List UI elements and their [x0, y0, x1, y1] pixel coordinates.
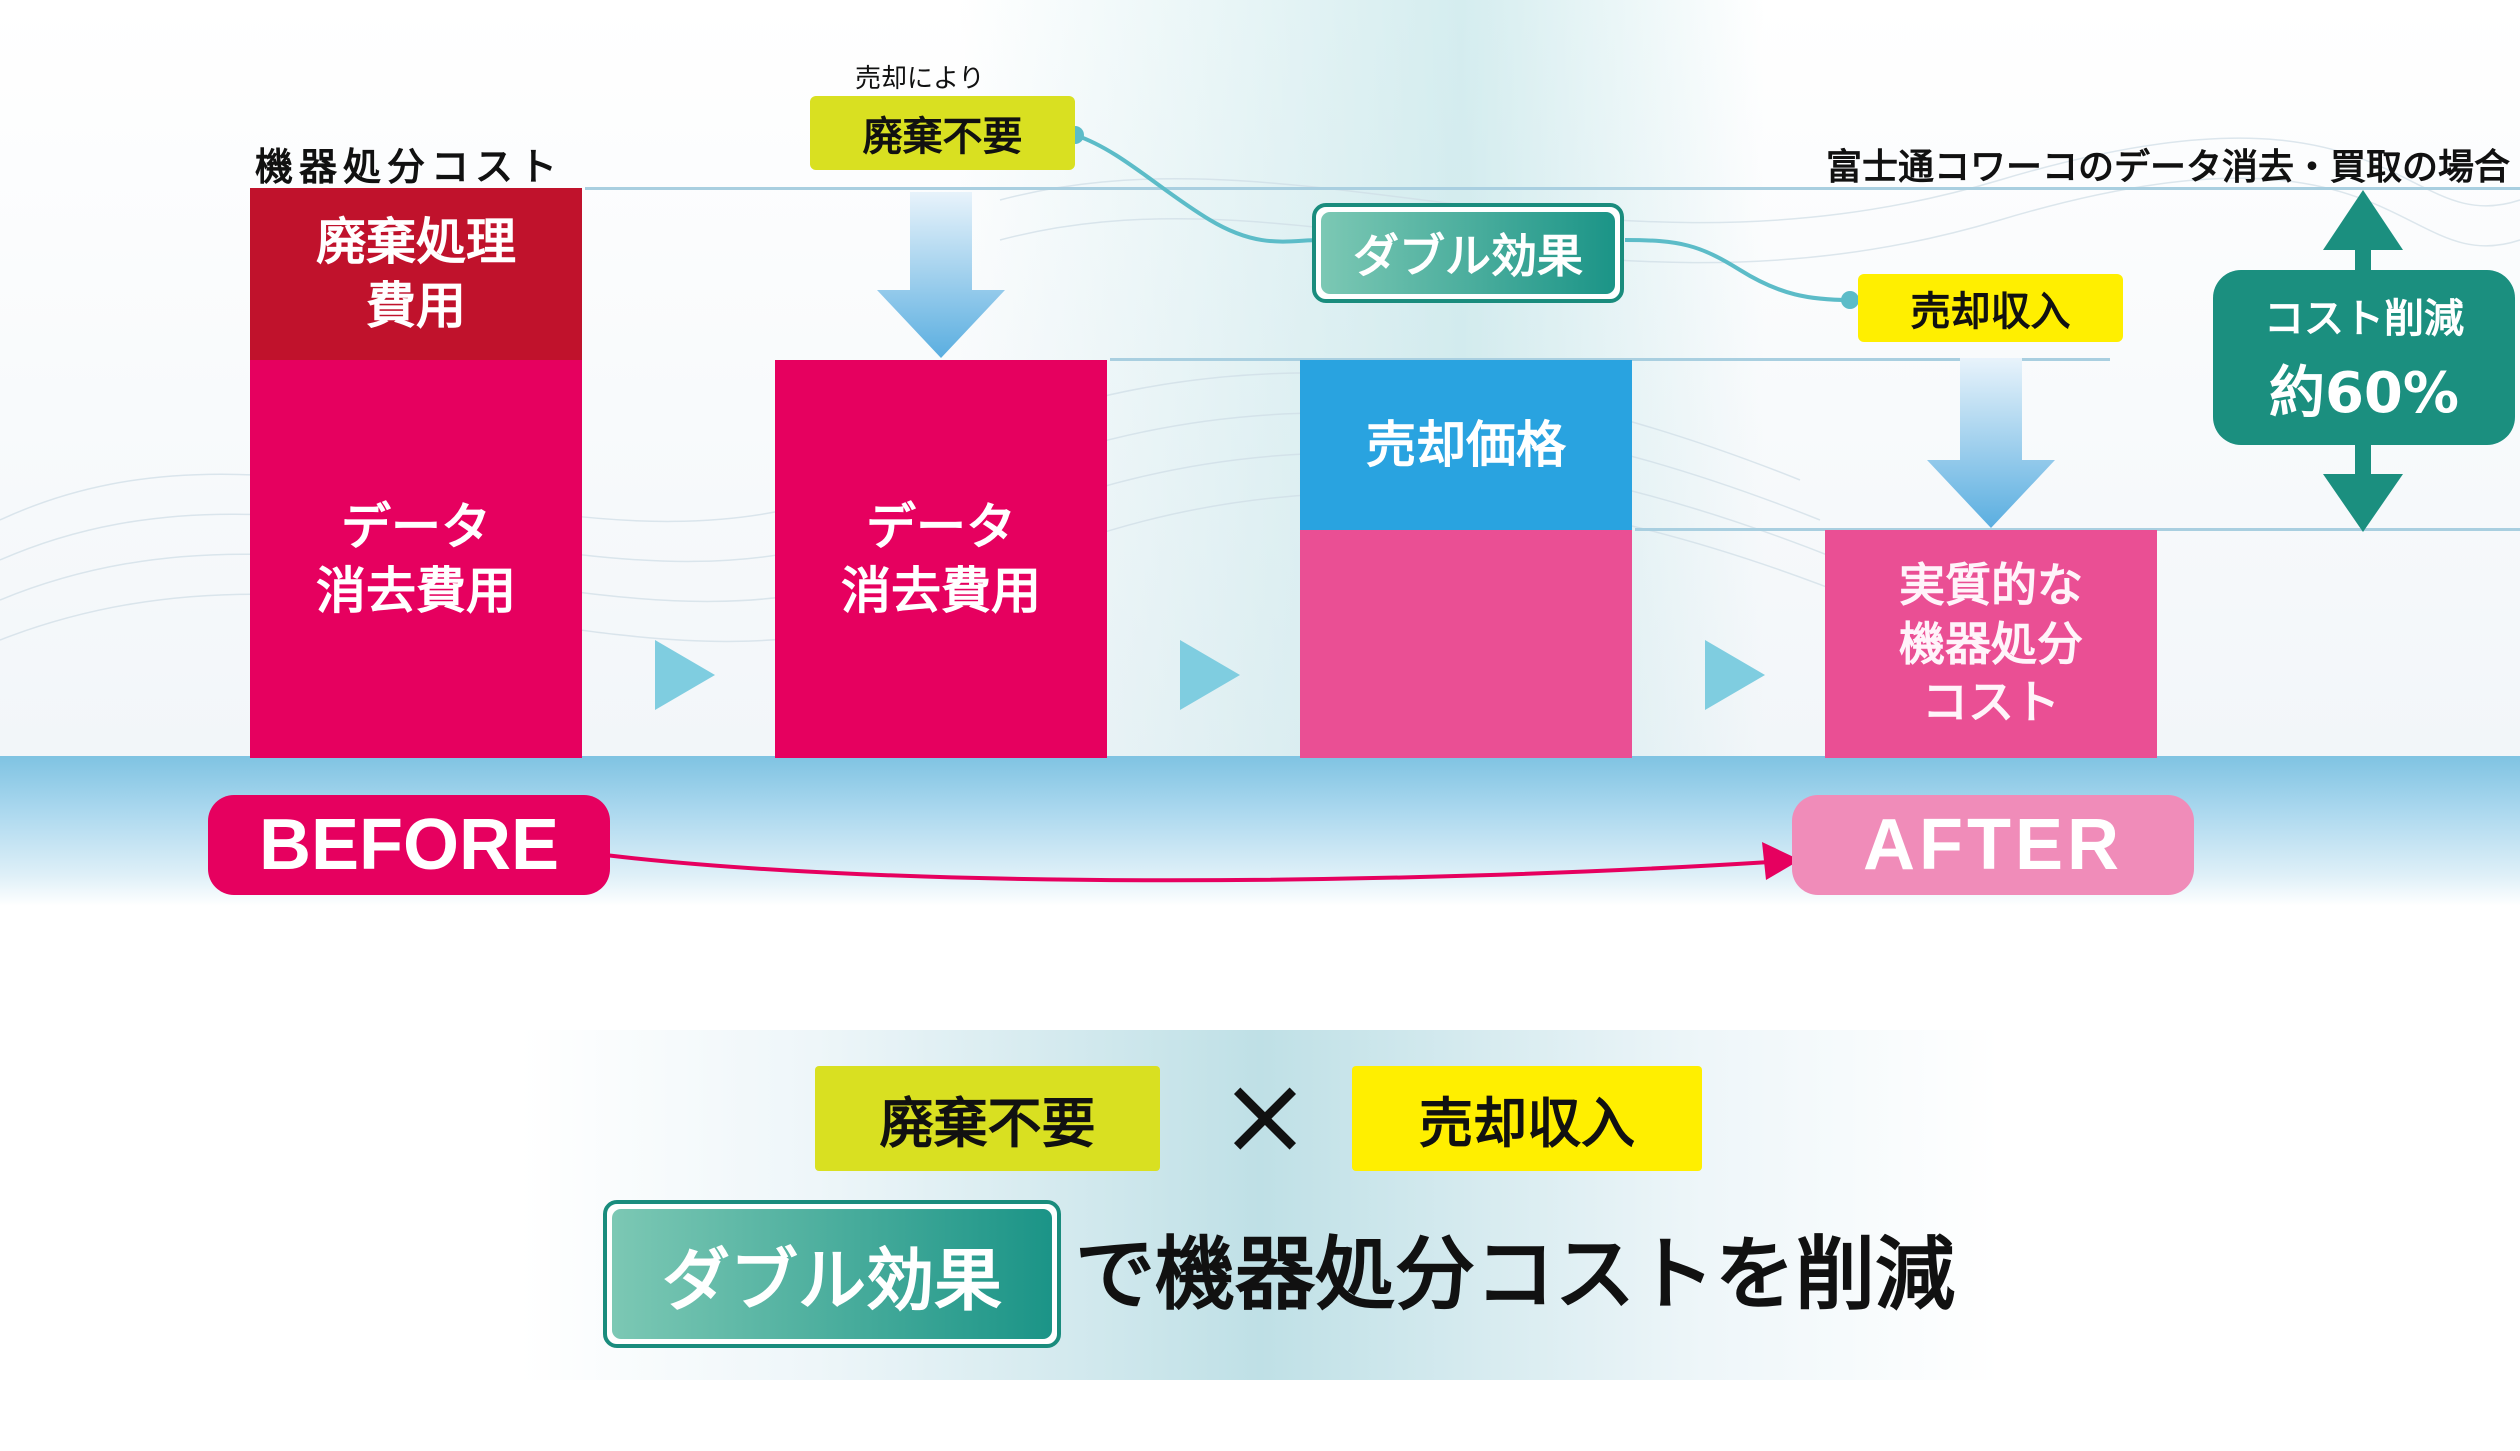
before-label: BEFORE: [208, 795, 610, 895]
sale-price-text: 売却価格: [1366, 416, 1566, 474]
by-sale-small-label: 売却により: [855, 64, 985, 94]
data-erasure-text-mid: データ 消去費用: [841, 498, 1041, 620]
after-label: AFTER: [1792, 795, 2194, 895]
disposal-fee-block: 廃棄処理 費用: [250, 188, 582, 360]
triangle-icon: [1180, 640, 1240, 710]
cost-savings-label: コスト削減: [2264, 296, 2464, 342]
up-arrow-icon: [2323, 190, 2403, 250]
down-arrow-icon: [2323, 474, 2403, 532]
arrow-head-icon: [1762, 842, 1800, 880]
baseline-low: [1635, 528, 2520, 531]
baseline-mid: [1110, 358, 2110, 361]
baseline-top: [585, 187, 2520, 190]
data-erasure-block-mid: データ 消去費用: [775, 360, 1107, 758]
disposal-fee-text: 廃棄処理 費用: [316, 213, 516, 335]
bottom-tagline: で機器処分コストを削減: [1075, 1228, 1955, 1321]
triangle-icon: [655, 640, 715, 710]
sale-income-callout: 売却収入: [1858, 274, 2123, 342]
triangle-icon: [1705, 640, 1765, 710]
bottom-double-effect-text: ダブル効果: [612, 1209, 1052, 1339]
down-arrows: [877, 192, 2055, 528]
data-erasure-block-before: データ 消去費用: [250, 360, 582, 758]
case-label: 富士通コワーコのデータ消去・買取の場合: [1825, 147, 2510, 188]
double-effect-callout: ダブル効果: [1312, 203, 1624, 303]
step-triangles: [655, 640, 1765, 710]
equipment-disposal-cost-label: 機器処分コスト: [255, 145, 564, 189]
data-erasure-text-before: データ 消去費用: [316, 498, 516, 620]
no-disposal-callout: 廃棄不要: [810, 96, 1075, 170]
bottom-no-disposal-label: 廃棄不要: [815, 1066, 1160, 1171]
sale-price-block: 売却価格: [1300, 360, 1632, 530]
bottom-sale-income-label: 売却収入: [1352, 1066, 1702, 1171]
bottom-double-effect-tag: ダブル効果: [603, 1200, 1061, 1348]
down-arrow-icon: [1927, 358, 2055, 528]
down-arrow-icon: [877, 192, 1005, 358]
cost-savings-badge: コスト削減 約60%: [2213, 270, 2515, 445]
double-effect-callout-text: ダブル効果: [1321, 212, 1615, 294]
times-symbol: ×: [1218, 1051, 1312, 1179]
effective-cost-text: 実質的な 機器処分 コスト: [1899, 557, 2083, 730]
remaining-erasure-block: [1300, 530, 1632, 758]
cost-savings-value: 約60%: [2268, 361, 2460, 426]
connector-dot: [1841, 291, 1859, 309]
connector-line: [1066, 126, 1859, 309]
effective-cost-block: 実質的な 機器処分 コスト: [1825, 530, 2157, 758]
before-after-arrow: [604, 842, 1800, 883]
